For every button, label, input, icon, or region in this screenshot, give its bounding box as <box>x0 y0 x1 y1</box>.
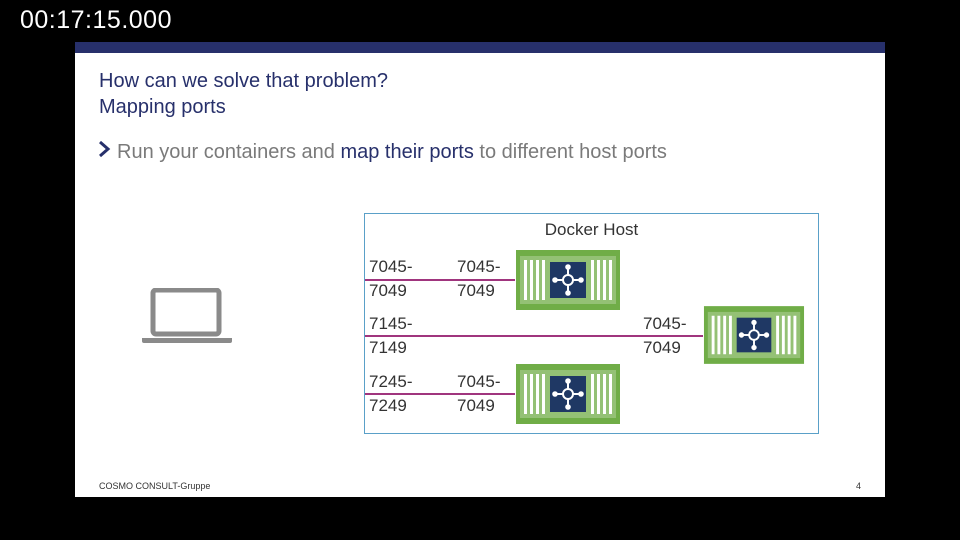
container-icon <box>703 306 805 364</box>
port-link-line-1 <box>365 279 515 281</box>
container-port-1-start: 7045- <box>457 257 501 276</box>
host-port-1-end: 7049 <box>369 281 407 300</box>
host-port-2-end: 7149 <box>369 338 407 357</box>
slide-top-bar <box>75 42 885 53</box>
host-port-3: 7245- 7249 <box>369 370 412 418</box>
host-port-3-end: 7249 <box>369 396 407 415</box>
page-number: 4 <box>855 481 861 491</box>
container-port-3-start: 7045- <box>457 372 501 391</box>
bullet-text-highlight: map their ports <box>340 140 474 163</box>
docker-host-label: Docker Host <box>544 220 639 239</box>
container-icon <box>516 250 620 310</box>
container-port-2-start: 7045- <box>643 314 687 333</box>
video-timestamp: 00:17:15.000 <box>20 6 172 34</box>
service-hub-icon <box>552 378 584 410</box>
container-port-2-end: 7049 <box>643 338 681 357</box>
bullet-text-post: to different host ports <box>473 140 667 163</box>
host-port-3-start: 7245- <box>369 372 413 391</box>
container-port-3-end: 7049 <box>457 396 495 415</box>
container-icon <box>516 364 620 424</box>
container-port-1: 7045- 7049 <box>457 255 500 303</box>
slide-title-line2: Mapping ports <box>99 96 226 118</box>
chevron-right-icon <box>97 140 115 164</box>
service-hub-icon <box>552 264 584 296</box>
container-port-2: 7045- 7049 <box>643 312 686 360</box>
host-port-1-start: 7045- <box>369 257 413 276</box>
container-port-3: 7045- 7049 <box>457 370 500 418</box>
host-port-2: 7145- 7149 <box>369 312 412 360</box>
host-port-2-start: 7145- <box>369 314 413 333</box>
docker-host-box <box>364 213 819 434</box>
laptop-icon <box>141 287 233 348</box>
container-port-1-end: 7049 <box>457 281 495 300</box>
port-link-line-2 <box>365 335 703 337</box>
bullet-text-pre: Run your containers and <box>117 140 341 163</box>
host-port-1: 7045- 7049 <box>369 255 412 303</box>
port-link-line-3 <box>365 393 515 395</box>
slide-title: How can we solve that problem? Mapping p… <box>99 68 388 120</box>
presentation-slide: How can we solve that problem? Mapping p… <box>75 42 885 497</box>
slide-title-line1: How can we solve that problem? <box>99 70 389 92</box>
service-hub-icon <box>738 319 770 351</box>
footer-company: COSMO CONSULT-Gruppe <box>99 481 211 491</box>
bullet-point: Run your containers and map their ports … <box>97 140 667 164</box>
